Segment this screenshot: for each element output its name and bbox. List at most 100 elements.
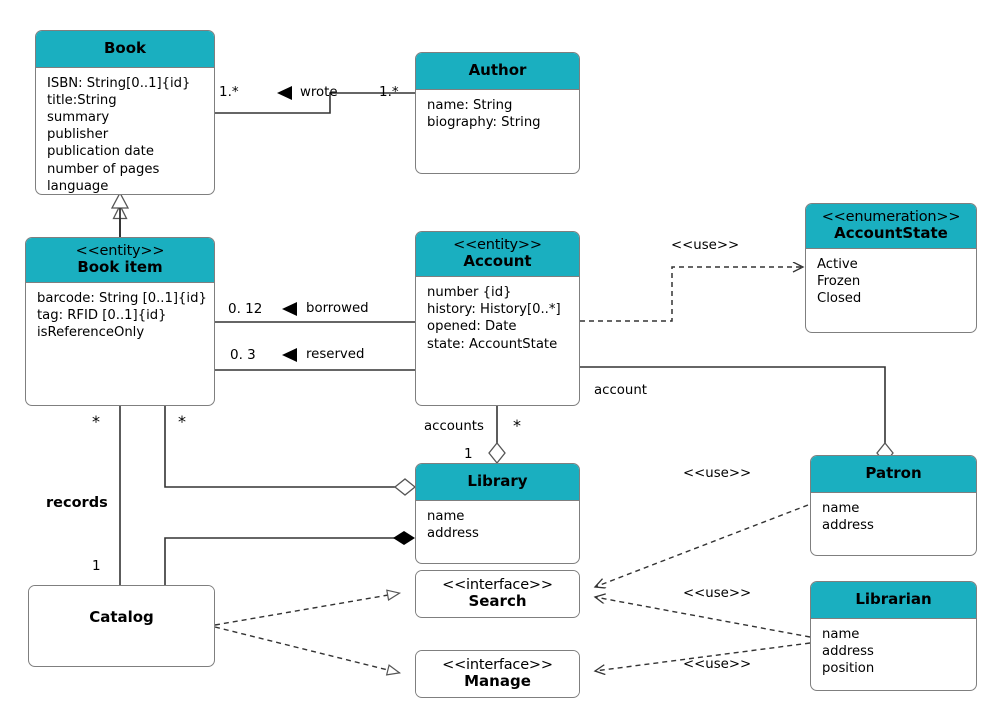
interface-search-header: <<interface>> Search xyxy=(416,571,579,617)
attribute: language xyxy=(47,178,109,194)
interface-manage[interactable]: <<interface>> Manage xyxy=(415,650,580,698)
class-patron-title: Patron xyxy=(865,464,922,482)
edge-catalog-manage-realization xyxy=(214,626,402,676)
edge-account-library-aggregation xyxy=(488,406,506,465)
attribute: address xyxy=(822,517,874,533)
label-wrote-left-multiplicity: 1.* xyxy=(219,84,239,100)
attribute: publisher xyxy=(47,127,109,143)
attribute: address xyxy=(822,643,874,659)
class-account-attributes: number {id} history: History[0..*] opene… xyxy=(416,277,579,359)
label-reserved-name: reserved xyxy=(306,347,365,362)
class-account-stereotype: <<entity>> xyxy=(453,237,542,253)
class-account-state-header: <<enumeration>> AccountState xyxy=(806,204,976,250)
label-use-librarian-search: <<use>> xyxy=(683,586,752,601)
attribute: ISBN: String[0..1]{id} xyxy=(47,75,191,91)
label-use-accountstate: <<use>> xyxy=(671,238,740,253)
class-author-title: Author xyxy=(468,61,527,79)
attribute: biography: String xyxy=(427,114,541,130)
edge-librarian-search-use xyxy=(595,597,811,638)
label-account-role: account xyxy=(594,383,647,398)
class-library-title: Library xyxy=(467,472,528,490)
interface-search[interactable]: <<interface>> Search xyxy=(415,570,580,618)
enum-literal: Frozen xyxy=(817,274,861,290)
class-patron-attributes: name address xyxy=(811,493,976,540)
class-account-state-literals: Active Frozen Closed xyxy=(806,249,976,313)
label-wrote-name: wrote xyxy=(300,85,338,100)
edge-catalog-library-composition xyxy=(164,531,415,585)
label-wrote-right-multiplicity: 1.* xyxy=(379,84,399,100)
class-account[interactable]: <<entity>> Account number {id} history: … xyxy=(415,231,580,406)
class-librarian[interactable]: Librarian name address position xyxy=(810,581,977,691)
interface-manage-stereotype: <<interface>> xyxy=(442,657,553,673)
attribute: state: AccountState xyxy=(427,336,558,352)
class-author-header: Author xyxy=(416,53,579,90)
edge-patron-search-use xyxy=(595,504,809,587)
class-library-attributes: name address xyxy=(416,501,579,548)
class-book-header: Book xyxy=(36,31,214,68)
attribute: barcode: String [0..1]{id} xyxy=(37,291,207,307)
class-library[interactable]: Library name address xyxy=(415,463,580,564)
class-librarian-attributes: name address position xyxy=(811,619,976,683)
interface-manage-title: Manage xyxy=(464,672,531,691)
attribute: isReferenceOnly xyxy=(37,325,145,341)
interface-search-stereotype: <<interface>> xyxy=(442,577,553,593)
label-use-librarian-manage: <<use>> xyxy=(683,657,752,672)
attribute: number of pages xyxy=(47,161,160,177)
class-patron-header: Patron xyxy=(811,456,976,493)
attribute: title:String xyxy=(47,92,117,108)
label-borrowed-multiplicity: 0. 12 xyxy=(228,301,263,317)
class-account-title: Account xyxy=(463,252,532,271)
attribute: tag: RFID [0..1]{id} xyxy=(37,308,167,324)
edge-account-patron-aggregation xyxy=(580,366,894,465)
attribute: position xyxy=(822,661,875,677)
label-accounts-role: accounts xyxy=(424,419,484,434)
attribute: history: History[0..*] xyxy=(427,302,561,318)
class-book-title: Book xyxy=(103,39,147,57)
label-catalog-multiplicity: 1 xyxy=(92,558,101,574)
attribute: name xyxy=(822,626,860,642)
label-records-name: records xyxy=(46,495,108,511)
label-reserved-multiplicity: 0. 3 xyxy=(230,347,256,363)
class-account-state-stereotype: <<enumeration>> xyxy=(821,209,961,225)
interface-manage-header: <<interface>> Manage xyxy=(416,651,579,697)
attribute: name xyxy=(822,500,860,516)
edge-bookitem-book-generalization xyxy=(110,191,130,237)
edge-account-accountstate-use xyxy=(580,267,803,322)
label-bookitem-library-multiplicity: * xyxy=(178,412,186,431)
attribute: publication date xyxy=(47,144,154,160)
class-book-item-title: Book item xyxy=(77,258,163,277)
class-book-item-attributes: barcode: String [0..1]{id} tag: RFID [0.… xyxy=(26,283,214,347)
class-catalog-title: Catalog xyxy=(89,608,154,626)
class-account-state-title: AccountState xyxy=(834,224,948,243)
label-library-multiplicity: 1 xyxy=(464,446,473,462)
attribute: number {id} xyxy=(427,285,512,301)
attribute: name: String xyxy=(427,97,513,113)
class-catalog[interactable]: Catalog xyxy=(28,585,215,667)
class-author-attributes: name: String biography: String xyxy=(416,90,579,137)
label-records-multiplicity: * xyxy=(92,412,100,431)
label-accounts-multiplicity: * xyxy=(513,416,521,435)
class-librarian-header: Librarian xyxy=(811,582,976,619)
class-library-header: Library xyxy=(416,464,579,501)
attribute: summary xyxy=(47,110,110,126)
attribute: address xyxy=(427,525,479,541)
attribute: name xyxy=(427,508,465,524)
edge-catalog-search-realization xyxy=(214,589,402,626)
edge-bookitem-library-aggregation xyxy=(164,406,417,496)
enum-literal: Active xyxy=(817,257,858,273)
class-librarian-title: Librarian xyxy=(855,590,932,608)
enum-literal: Closed xyxy=(817,291,862,307)
label-borrowed-name: borrowed xyxy=(306,301,369,316)
interface-search-title: Search xyxy=(468,592,527,611)
class-book-item-header: <<entity>> Book item xyxy=(26,238,214,284)
class-book-item-stereotype: <<entity>> xyxy=(75,243,165,259)
class-book[interactable]: Book ISBN: String[0..1]{id} title:String… xyxy=(35,30,215,195)
class-patron[interactable]: Patron name address xyxy=(810,455,977,556)
label-use-patron-search: <<use>> xyxy=(683,466,752,481)
class-catalog-header: Catalog xyxy=(29,586,214,636)
class-book-item[interactable]: <<entity>> Book item barcode: String [0.… xyxy=(25,237,215,406)
class-account-state[interactable]: <<enumeration>> AccountState Active Froz… xyxy=(805,203,977,333)
class-account-header: <<entity>> Account xyxy=(416,232,579,278)
class-author[interactable]: Author name: String biography: String xyxy=(415,52,580,174)
